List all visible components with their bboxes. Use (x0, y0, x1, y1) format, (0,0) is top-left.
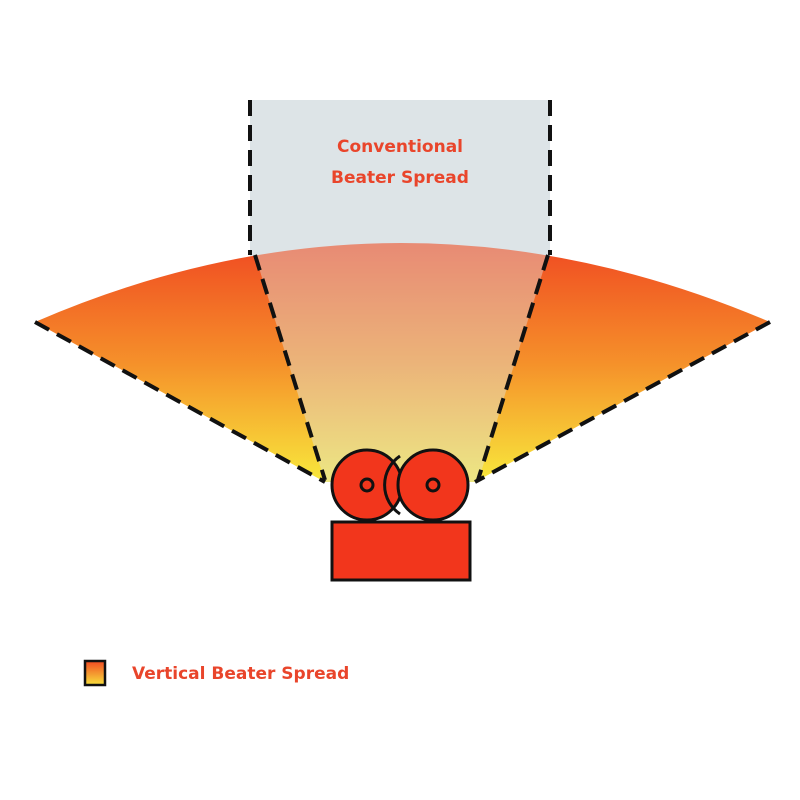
beater-housing (330, 520, 472, 582)
legend-label: Vertical Beater Spread (132, 664, 349, 684)
conventional-label-line1: Conventional (337, 137, 463, 157)
legend-swatch (83, 659, 107, 687)
conventional-label-line2: Beater Spread (331, 168, 469, 188)
beaters (330, 448, 472, 582)
conventional-spread-area (250, 100, 550, 265)
conventional-overlap-overlay (255, 241, 548, 482)
spread-boundary-lines (34, 100, 771, 484)
